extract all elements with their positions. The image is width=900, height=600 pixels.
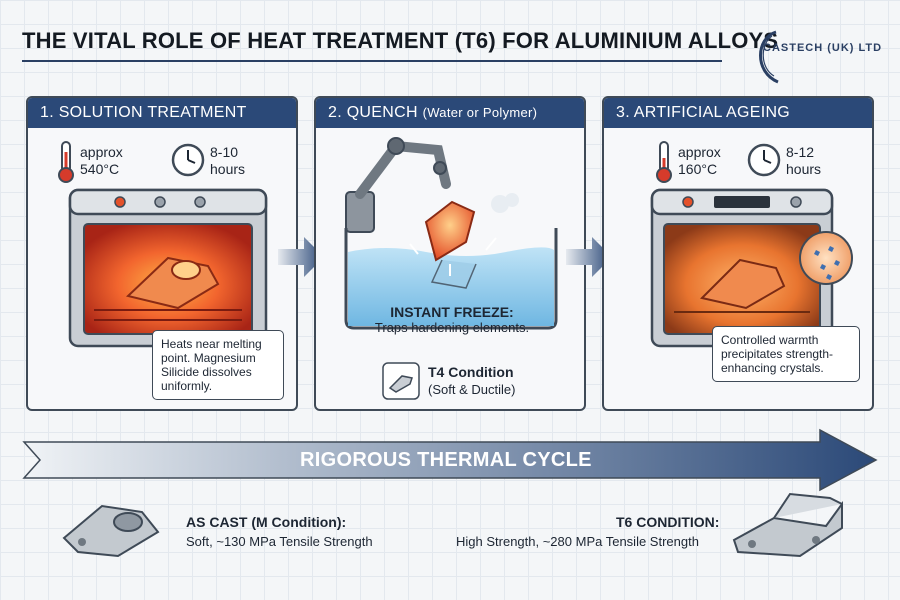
step-heading: 2. QUENCH (Water or Polymer): [316, 98, 584, 128]
solution-oven-illustration: [68, 188, 268, 348]
as-cast-description: Soft, ~130 MPa Tensile Strength: [186, 534, 373, 549]
logo-text: CASTECH (UK) LTD: [763, 42, 883, 54]
step-heading: 1. SOLUTION TREATMENT: [28, 98, 296, 128]
title-underline: [22, 60, 722, 62]
clock-icon: [747, 143, 781, 177]
as-cast-title: AS CAST (M Condition):: [186, 514, 347, 530]
part-icon: [382, 362, 420, 400]
temperature-label: approx 540°C: [80, 144, 123, 177]
t4-condition-label: T4 Condition (Soft & Ductile): [428, 364, 516, 397]
t6-title: T6 CONDITION:: [616, 514, 720, 530]
t6-part-icon: [732, 492, 843, 558]
step-quench: 2. QUENCH (Water or Polymer): [314, 96, 586, 411]
duration-label: 8-12 hours: [786, 144, 822, 177]
step-solution-treatment: 1. SOLUTION TREATMENT approx 540°C 8-10 …: [26, 96, 298, 411]
thermometer-icon: [656, 141, 672, 183]
page-title: THE VITAL ROLE OF HEAT TREATMENT (T6) FO…: [22, 28, 779, 53]
freeze-note: INSTANT FREEZE: Traps hardening elements…: [374, 304, 530, 335]
arrow-right-icon: [278, 237, 324, 277]
t6-description: High Strength, ~280 MPa Tensile Strength: [456, 534, 699, 549]
arrow-right-icon: [566, 237, 612, 277]
clock-icon: [171, 143, 205, 177]
company-logo: [759, 30, 779, 84]
step-heading: 3. ARTIFICIAL AGEING: [604, 98, 872, 128]
duration-label: 8-10 hours: [210, 144, 246, 177]
temperature-label: approx 160°C: [678, 144, 721, 177]
thermometer-icon: [58, 141, 74, 183]
step-note: Heats near melting point. Magnesium Sili…: [152, 330, 284, 400]
step-artificial-ageing: 3. ARTIFICIAL AGEING approx 160°C 8-12 h…: [602, 96, 874, 411]
as-cast-part-icon: [62, 504, 160, 558]
quench-tank-illustration: [344, 137, 558, 330]
ageing-oven-illustration: [650, 188, 853, 348]
thermal-cycle-label: RIGOROUS THERMAL CYCLE: [300, 449, 592, 471]
step-note: Controlled warmth precipitates strength-…: [712, 326, 860, 382]
thermal-cycle-arrow: [22, 428, 878, 492]
